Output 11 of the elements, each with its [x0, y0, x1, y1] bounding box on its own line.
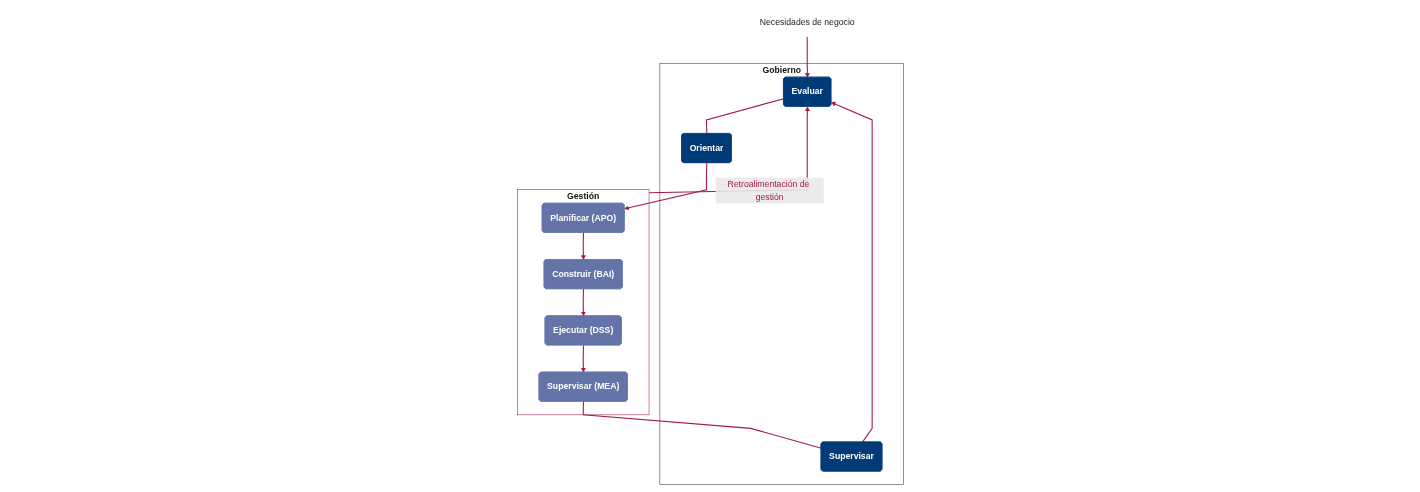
arrow	[580, 232, 586, 260]
connector	[705, 98, 784, 135]
connector	[582, 401, 822, 449]
node-text: Necesidades de negocio	[759, 17, 855, 27]
arrow	[830, 101, 873, 443]
arrow	[648, 106, 810, 194]
arrow	[580, 288, 586, 317]
arrow	[623, 162, 707, 211]
edge-label: Retroalimentación de gestión	[727, 179, 809, 202]
arrow	[580, 344, 586, 373]
arrow	[804, 36, 810, 78]
